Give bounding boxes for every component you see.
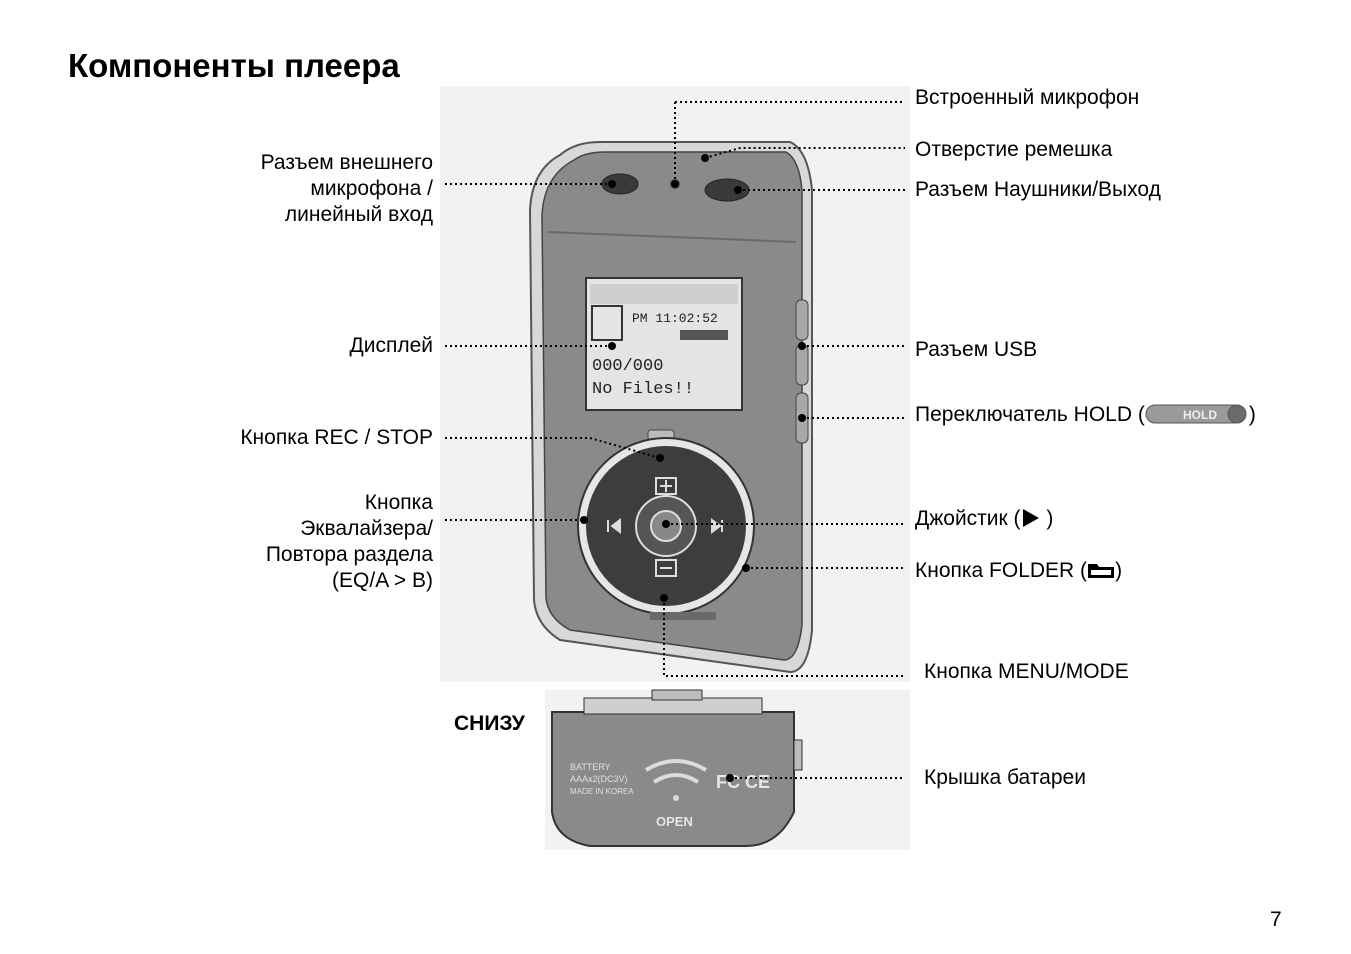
battery-text-3: MADE IN KOREA [570, 787, 634, 796]
leader-lines [445, 101, 905, 779]
usb-port [795, 299, 809, 341]
label-joystick-prefix: Джойстик ( [915, 507, 1021, 530]
label-joystick: Джойстик ( ) [915, 506, 1053, 532]
label-hold: Переключатель HOLD ( HOLD) [915, 402, 1256, 428]
page-title: Компоненты плеера [68, 47, 400, 84]
bottom-view-label: СНИЗУ [454, 712, 525, 735]
usb-port-cover [795, 344, 809, 386]
label-joystick-suffix: ) [1040, 507, 1054, 530]
label-ext-mic: Разъем внешнего микрофона / линейный вхо… [261, 150, 433, 228]
label-strap-hole: Отверстие ремешка [915, 138, 1113, 161]
battery-text-1: BATTERY [570, 762, 611, 772]
leader-builtin-mic [674, 101, 905, 184]
certification-marks: FC CE [716, 772, 770, 792]
label-eq: Кнопка Эквалайзера/ Повтора раздела (EQ/… [266, 490, 433, 594]
label-hold-suffix: ) [1248, 403, 1256, 426]
headphone-jack [704, 178, 750, 202]
label-folder-suffix: ) [1115, 559, 1123, 582]
label-eq-line4: (EQ/A > B) [332, 569, 433, 592]
label-usb: Разъем USB [915, 338, 1038, 361]
battery-open-text: OPEN [656, 814, 693, 829]
hold-pill-text: HOLD [1183, 408, 1217, 422]
leader-strap-hole [704, 147, 905, 159]
leader-rec-stop [445, 437, 661, 459]
battery-cover-view: BATTERY AAAx2(DC3V) MADE IN KOREA OPEN F… [551, 689, 803, 847]
hold-switch-icon: HOLD [1145, 404, 1247, 424]
folder-icon [1088, 564, 1115, 578]
label-menu-mode: Кнопка MENU/MODE [924, 660, 1129, 683]
leader-dots [580, 154, 806, 782]
label-folder-prefix: Кнопка FOLDER ( [915, 559, 1088, 582]
battery-text-2: AAAx2(DC3V) [570, 774, 628, 784]
label-builtin-mic: Встроенный микрофон [915, 86, 1140, 109]
screen-clock: PM 11:02:52 [632, 311, 718, 326]
label-eq-line3: Повтора раздела [265, 543, 433, 566]
page-number: 7 [1270, 908, 1282, 931]
label-battery-cover: Крышка батареи [924, 766, 1086, 789]
label-hold-prefix: Переключатель HOLD ( [915, 403, 1145, 426]
play-triangle-icon [1022, 509, 1039, 527]
label-rec-stop: Кнопка REC / STOP [240, 426, 433, 449]
leader-menu-mode [663, 598, 905, 677]
screen-message: No Files!! [592, 380, 694, 399]
label-ext-mic-line1: Разъем внешнего [260, 151, 433, 174]
label-eq-line1: Кнопка [364, 491, 433, 514]
label-headphones: Разъем Наушники/Выход [915, 178, 1161, 201]
label-ext-mic-line3: линейный вход [284, 203, 433, 226]
screen-counter: 000/000 [592, 357, 663, 376]
label-display: Дисплей [349, 334, 434, 357]
label-ext-mic-line2: микрофона / [310, 177, 433, 200]
ext-mic-jack [601, 173, 639, 195]
label-eq-line2: Эквалайзера/ [300, 517, 433, 540]
label-folder: Кнопка FOLDER () [915, 558, 1122, 584]
